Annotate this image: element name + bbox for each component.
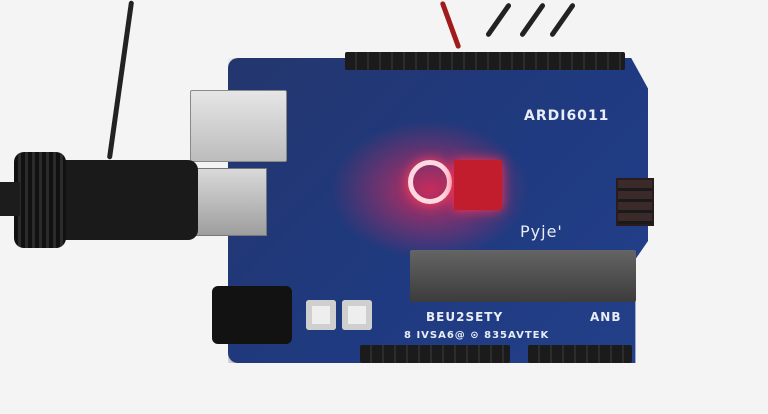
led-ring <box>408 160 452 204</box>
microcontroller-ic <box>410 250 636 302</box>
label-bottom-right: ANB <box>590 310 622 324</box>
power-jack <box>212 286 292 344</box>
usb-cable <box>0 182 20 216</box>
bottom-pin-header-left <box>360 345 510 363</box>
usb-plug <box>48 160 198 240</box>
red-chip <box>454 160 502 210</box>
usb-plug-grip <box>14 152 66 248</box>
pin-row-label: 8 IVSA6@ ⊙ 835AVTEK <box>404 330 550 341</box>
usb-connector <box>195 168 267 236</box>
reset-button <box>306 300 336 330</box>
bottom-pin-header-right <box>528 345 632 363</box>
board-name: ARDI6011 <box>524 108 610 124</box>
button-2 <box>342 300 372 330</box>
top-pin-header <box>345 52 625 70</box>
usb-port <box>190 90 287 162</box>
logo-text: Pyje' <box>520 222 563 241</box>
icsp-header <box>616 178 654 226</box>
label-bottom-left: BEU2SETY <box>426 310 504 324</box>
